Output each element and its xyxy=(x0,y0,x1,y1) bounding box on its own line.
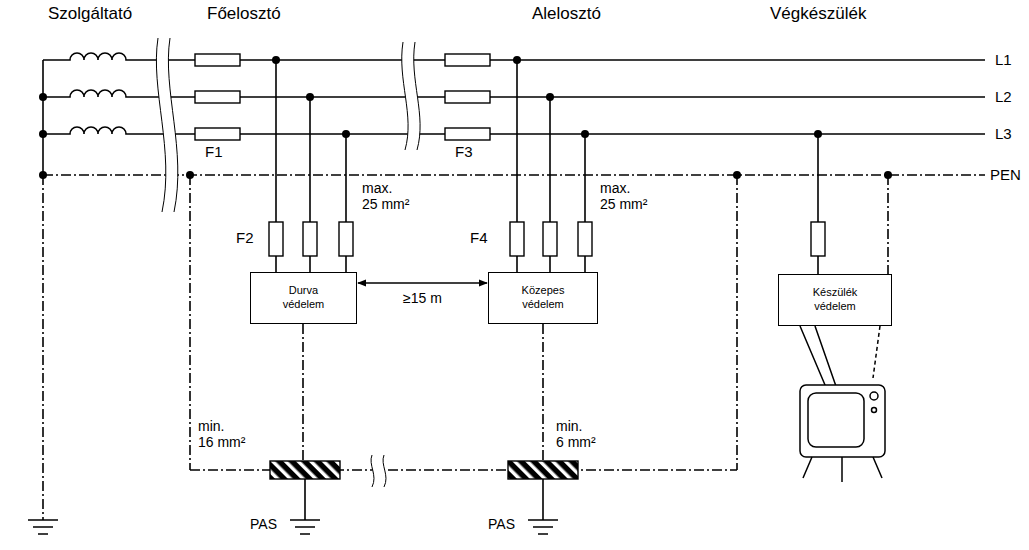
pen-wire xyxy=(43,174,985,176)
cross-section-note: min. 6 mm² xyxy=(556,418,596,450)
cross-section-note: max. 25 mm² xyxy=(600,180,647,212)
tv-body xyxy=(800,385,885,457)
phase-wire xyxy=(43,90,985,97)
tv-knob xyxy=(870,392,878,400)
column-heading: Alelosztó xyxy=(532,4,601,24)
earth-wire xyxy=(189,175,191,470)
junction-dot xyxy=(733,171,741,179)
column-heading: Végkészülék xyxy=(770,4,866,24)
fuse-symbol xyxy=(543,222,557,256)
conductor-name: L3 xyxy=(995,125,1012,142)
fuse-symbol xyxy=(195,91,240,103)
box-text: Közepes védelem xyxy=(522,284,565,312)
junction-dot xyxy=(306,93,314,101)
junction-dot xyxy=(513,56,521,64)
tv-cable xyxy=(873,326,880,378)
junction-dot xyxy=(272,56,280,64)
break-mark xyxy=(371,455,386,487)
junction-dot xyxy=(342,130,350,138)
pas-bar xyxy=(508,461,578,479)
junction-dot xyxy=(581,130,589,138)
cross-section-note: max. 25 mm² xyxy=(362,180,409,212)
junction-dot xyxy=(814,130,822,138)
pas-label: PAS xyxy=(250,516,277,532)
fuse-symbol xyxy=(195,128,240,140)
box-text: Készülék védelem xyxy=(813,286,858,314)
ground-symbol xyxy=(528,479,558,534)
earth-wire xyxy=(542,324,544,461)
earth-wire xyxy=(302,324,304,461)
distance-label: ≥15 m xyxy=(401,290,444,306)
break-mark xyxy=(156,38,177,212)
break-mark xyxy=(402,42,420,150)
conductor-name: PEN xyxy=(990,166,1021,183)
fuse-label: F2 xyxy=(236,229,254,246)
fuse-label: F3 xyxy=(455,143,473,160)
phase-wire xyxy=(43,127,985,134)
fuse-symbol xyxy=(445,54,490,66)
junction-dot xyxy=(39,130,47,138)
service-wire xyxy=(42,60,44,175)
ground-symbol xyxy=(28,520,58,534)
column-heading: Szolgáltató xyxy=(48,4,132,24)
break-mark xyxy=(156,38,177,212)
pen-wire xyxy=(887,175,889,274)
junction-dot xyxy=(39,171,47,179)
fuse-label: F4 xyxy=(470,229,488,246)
earth-wire xyxy=(42,175,44,520)
earth-wire xyxy=(736,175,738,470)
fuse-symbol xyxy=(811,222,825,256)
protection-box: Közepes védelem xyxy=(488,272,598,324)
junction-dot xyxy=(186,171,194,179)
break-mark xyxy=(402,42,420,150)
tv-knob xyxy=(872,408,877,413)
ground-symbol xyxy=(290,479,320,534)
box-text: Durva védelem xyxy=(283,284,325,312)
fuse-symbol xyxy=(303,222,317,256)
conductor-name: L2 xyxy=(995,88,1012,105)
fuse-symbol xyxy=(578,222,592,256)
protection-box: Durva védelem xyxy=(250,272,357,324)
fuse-label: F1 xyxy=(205,143,223,160)
fuse-symbol xyxy=(510,222,524,256)
fuse-symbol xyxy=(445,91,490,103)
tv-legs xyxy=(803,457,882,482)
junction-dot xyxy=(546,93,554,101)
fuse-symbol xyxy=(269,222,283,256)
junction-dot xyxy=(39,93,47,101)
junction-dot xyxy=(884,171,892,179)
break-mark xyxy=(371,455,386,487)
fuse-symbol xyxy=(445,128,490,140)
protection-box: Készülék védelem xyxy=(778,274,892,326)
distance-arrow xyxy=(358,282,487,284)
cross-section-note: min. 16 mm² xyxy=(198,418,245,450)
pas-label: PAS xyxy=(488,516,515,532)
tv-screen xyxy=(808,393,864,447)
conductor-name: L1 xyxy=(995,51,1012,68)
fuse-symbol xyxy=(195,54,240,66)
tv-cable xyxy=(800,326,838,392)
column-heading: Főelosztó xyxy=(207,4,281,24)
pas-bar xyxy=(270,461,340,479)
fuse-symbol xyxy=(339,222,353,256)
